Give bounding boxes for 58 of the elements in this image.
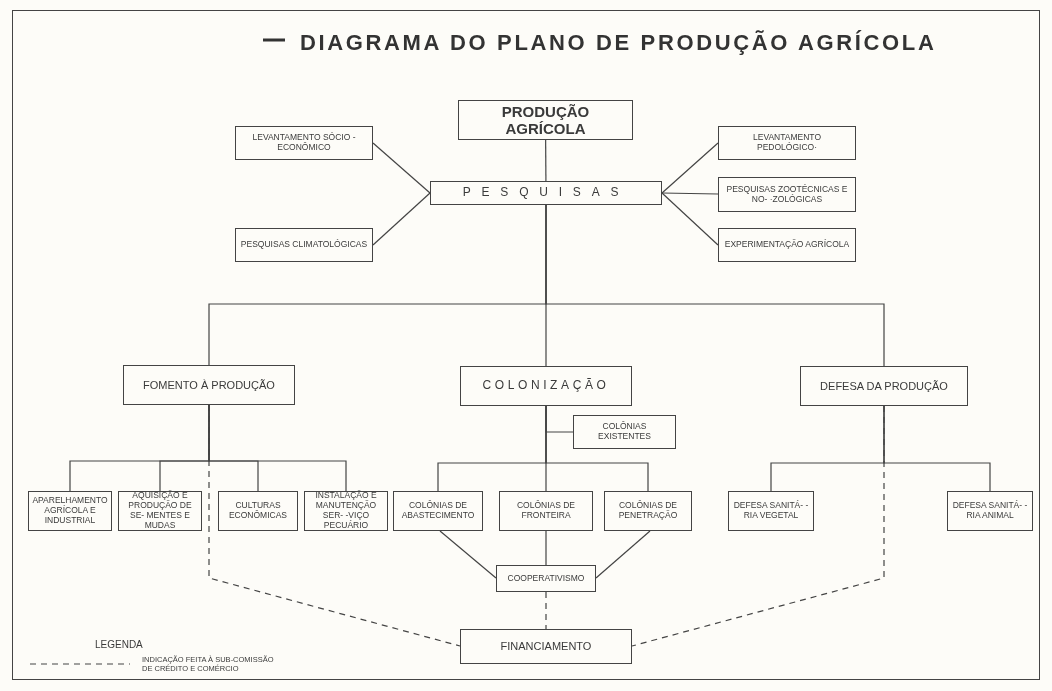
box-label: FINANCIAMENTO <box>500 640 592 653</box>
box-label: LEVANTAMENTO SÓCIO - ECONÔMICO <box>251 133 357 153</box>
box-label: COLÔNIAS DE PENETRAÇÃO <box>617 501 679 521</box>
dashed-connector <box>545 591 547 630</box>
connector-line <box>372 142 431 194</box>
org-box <box>496 565 596 592</box>
connector-line <box>439 530 497 579</box>
box-label: LEVANTAMENTO PEDOLÓGICO· <box>752 133 822 153</box>
box-label: COLÔNIAS DE FRONTEIRA <box>515 501 577 521</box>
box-label: INSTALAÇÃO E MANUTENÇÃO SER- -VIÇO PECUÁRIO <box>314 491 378 531</box>
connector-line <box>545 139 547 182</box>
connector-line <box>545 530 547 566</box>
org-box <box>123 365 295 405</box>
org-box <box>718 228 856 262</box>
box-label: PESQUISAS ZOOTÉCNICAS E NO- ·ZOLÓGICAS <box>725 184 849 205</box>
org-box <box>460 366 632 406</box>
dashed-connector <box>631 405 885 647</box>
connector-line <box>545 204 885 367</box>
box-label: CULTURAS ECONÔMICAS <box>227 501 289 521</box>
box-label: COOPERATIVISMO <box>507 573 585 584</box>
org-box <box>118 491 202 531</box>
box-label: PRODUÇÃO AGRÍCOLA <box>500 102 591 138</box>
legend-heading: LEGENDA <box>95 638 143 652</box>
org-box <box>235 228 373 262</box>
box-label: DEFESA SANITÁ- -RIA ANIMAL <box>952 501 1028 521</box>
box-label: PESQUISAS CLIMATOLÓGICAS <box>240 240 368 250</box>
org-box <box>499 491 593 531</box>
box-label: DEFESA SANITÁ- -RIA VEGETAL <box>733 501 809 521</box>
connector-line <box>372 192 431 246</box>
connector-line <box>545 405 649 492</box>
box-label: PESQUISAS <box>462 186 630 200</box>
org-box <box>460 629 632 664</box>
org-box <box>235 126 373 160</box>
org-box <box>458 100 633 140</box>
org-box <box>393 491 483 531</box>
box-label: AQUISIÇÃO E PRODUÇÃO DE SE- MENTES E MUDAS <box>127 491 193 531</box>
org-box <box>304 491 388 531</box>
org-box <box>573 415 676 449</box>
box-label: APARELHAMENTO AGRÍCOLA E INDUSTRIAL <box>32 496 108 526</box>
org-box <box>718 126 856 160</box>
box-label: COLONIZAÇÃO <box>482 379 610 393</box>
org-box <box>728 491 814 531</box>
connector-line <box>595 530 651 579</box>
org-box <box>218 491 298 531</box>
org-box <box>430 181 662 205</box>
box-label: COLÔNIAS DE ABASTECIMENTO <box>400 501 476 521</box>
box-label: EXPERIMENTAÇÃO AGRÍCOLA <box>724 240 850 250</box>
connector-line <box>661 192 719 195</box>
connector-line <box>661 142 719 194</box>
org-box <box>718 177 856 212</box>
org-box <box>800 366 968 406</box>
connector-line <box>661 192 719 246</box>
org-box <box>604 491 692 531</box>
box-label: COLÔNIAS EXISTENTES <box>597 422 652 442</box>
diagram-title: DIAGRAMA DO PLANO DE PRODUÇÃO AGRÍCOLA <box>300 29 937 57</box>
org-box <box>947 491 1033 531</box>
box-label: DEFESA DA PRODUÇÃO <box>820 379 948 393</box>
box-label: FOMENTO À PRODUÇÃO <box>143 378 275 392</box>
